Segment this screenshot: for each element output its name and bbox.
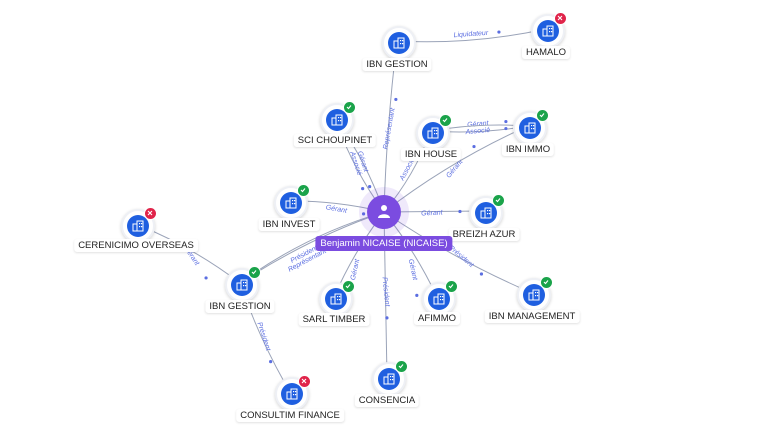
company-node-ibn-immo[interactable] <box>513 109 549 145</box>
check-icon <box>540 276 553 289</box>
edge-center-ibn-management <box>383 211 533 294</box>
edge-label: Gérant <box>445 158 465 180</box>
company-node-ibn-house[interactable] <box>416 114 452 150</box>
company-label[interactable]: IBN INVEST <box>258 218 320 231</box>
edge-arrow <box>368 185 372 189</box>
company-label[interactable]: BREIZH AZUR <box>448 228 520 241</box>
company-node-ibn-gestion-top[interactable] <box>382 26 416 60</box>
company-node-sci-choupinet[interactable] <box>320 101 356 137</box>
edge-arrow <box>479 272 484 276</box>
company-node-sarl-timber[interactable] <box>319 280 355 316</box>
check-icon <box>395 360 408 373</box>
edge-arrow <box>361 212 366 216</box>
edge-arrow <box>504 119 508 124</box>
company-label[interactable]: SARL TIMBER <box>298 313 370 326</box>
company-node-consencia[interactable] <box>372 360 408 396</box>
person-label[interactable]: Benjamin NICAISE (NICAISE) <box>315 236 453 251</box>
edge-label: Associé <box>464 127 490 136</box>
building-icon <box>519 117 541 139</box>
check-icon <box>343 101 356 114</box>
company-label[interactable]: HAMALO <box>521 46 571 59</box>
company-label[interactable]: IBN HOUSE <box>400 148 462 161</box>
edge-arrow <box>504 126 508 131</box>
company-node-ibn-invest[interactable] <box>274 184 310 220</box>
edge-label: Liquidateur <box>453 30 489 39</box>
cross-icon <box>144 207 157 220</box>
building-icon <box>537 20 559 42</box>
edge-label: Président <box>256 321 272 352</box>
check-icon <box>439 114 452 127</box>
edge-arrow <box>415 293 419 297</box>
edge-arrow <box>458 209 462 214</box>
company-node-ibn-management[interactable] <box>517 276 553 312</box>
company-label[interactable]: IBN MANAGEMENT <box>484 310 580 323</box>
edge-arrow <box>385 316 389 320</box>
building-icon <box>326 109 348 131</box>
check-icon <box>297 184 310 197</box>
cross-icon <box>298 375 311 388</box>
edge-arrow <box>361 187 365 191</box>
person-icon <box>378 205 390 218</box>
company-label[interactable]: CONSENCIA <box>354 394 420 407</box>
company-label[interactable]: SCI CHOUPINET <box>293 134 377 147</box>
company-label[interactable]: IBN IMMO <box>501 143 555 156</box>
company-label[interactable]: IBN GESTION <box>205 300 275 313</box>
edge-label: Gérant <box>325 204 348 215</box>
edge-arrow <box>497 30 501 34</box>
building-icon <box>388 32 410 54</box>
building-icon <box>127 215 149 237</box>
company-node-ibn-gestion-left[interactable] <box>225 266 261 302</box>
company-label[interactable]: AFIMMO <box>414 312 460 325</box>
edge-center-ibn-immo <box>383 125 529 213</box>
check-icon <box>342 280 355 293</box>
company-node-hamalo[interactable] <box>531 12 567 48</box>
company-label[interactable]: CERENICIMO OVERSEAS <box>74 239 198 252</box>
check-icon <box>248 266 261 279</box>
building-icon <box>325 288 347 310</box>
check-icon <box>445 280 458 293</box>
edge-arrow <box>472 144 476 149</box>
edge-center-consencia <box>383 211 388 378</box>
cross-icon <box>554 12 567 25</box>
edge-label: Gérant <box>421 209 444 217</box>
edge-arrow <box>269 360 273 364</box>
edge-label: Gérant <box>350 257 362 280</box>
company-label[interactable]: CONSULTIM FINANCE <box>236 409 344 422</box>
building-icon <box>422 122 444 144</box>
edge-arrow <box>394 97 398 102</box>
company-node-afimmo[interactable] <box>422 280 458 316</box>
building-icon <box>280 192 302 214</box>
company-node-breizh-azur[interactable] <box>469 194 505 230</box>
building-icon <box>475 202 497 224</box>
edge-arrow <box>204 276 208 280</box>
company-node-consultim[interactable] <box>275 375 311 411</box>
edge-label: Gérant <box>467 120 490 129</box>
check-icon <box>492 194 505 207</box>
edge-label: Représentant <box>382 106 396 150</box>
building-icon <box>378 368 400 390</box>
company-label[interactable]: IBN GESTION <box>362 58 432 71</box>
edge-label: Gérant <box>407 258 419 281</box>
building-icon <box>428 288 450 310</box>
building-icon <box>523 284 545 306</box>
company-node-cerenicimo[interactable] <box>121 207 157 243</box>
building-icon <box>281 383 303 405</box>
building-icon <box>231 274 253 296</box>
person-node[interactable] <box>367 195 401 229</box>
edge-label: Président <box>380 277 390 308</box>
check-icon <box>536 109 549 122</box>
